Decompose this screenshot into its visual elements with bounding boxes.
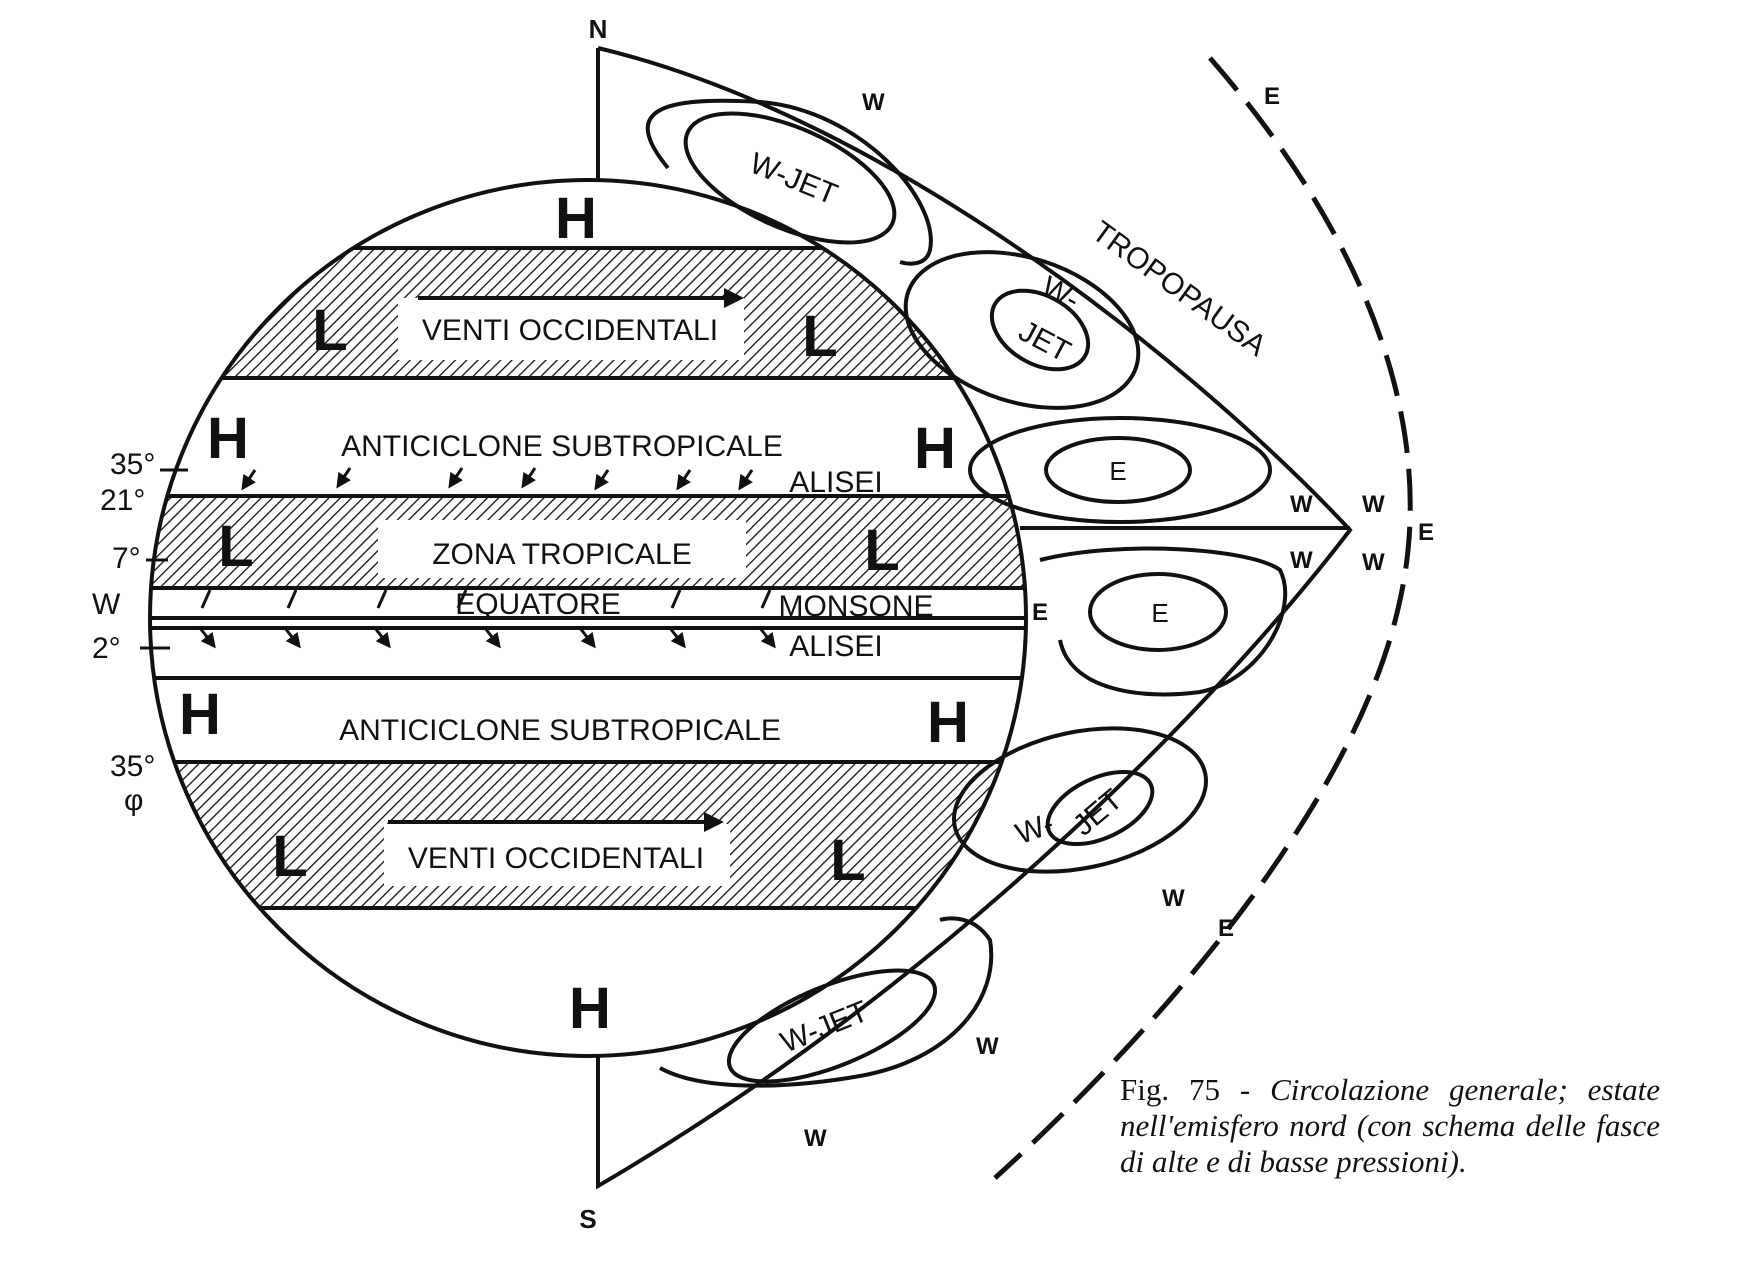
- wind-label: W: [1362, 491, 1385, 518]
- cell-east-north: [968, 416, 1272, 524]
- wind-label: W: [1362, 549, 1385, 576]
- lat-21: 21°: [100, 484, 145, 517]
- globe-labels: H L L VENTI OCCIDENTALI H H ANTICICLONE …: [179, 186, 969, 1041]
- lat-w: W: [92, 588, 121, 621]
- low-tropical-west: L: [218, 514, 253, 579]
- circulation-cells: [645, 98, 1288, 1088]
- high-north-pole: H: [555, 186, 597, 251]
- dashed-easterly-boundary: [993, 56, 1413, 1180]
- high-subtropical-south-east: H: [927, 690, 969, 755]
- lat-35-north: 35°: [110, 448, 155, 481]
- wind-label: W: [1162, 885, 1185, 912]
- cell-wjet-top: [683, 111, 897, 245]
- wind-label: E: [1418, 519, 1434, 546]
- caption-label: Fig. 75 -: [1120, 1072, 1271, 1107]
- label-equator: EQUATORE: [455, 588, 621, 621]
- caption-text: Circolazione generale; estate nell'emisf…: [1120, 1072, 1660, 1179]
- label-westerlies-north: VENTI OCCIDENTALI: [422, 314, 718, 347]
- wind-labels: W E W W E W W E W E W W: [804, 83, 1434, 1152]
- east-cell-label-south: E: [1151, 598, 1168, 628]
- wind-label: E: [1264, 83, 1280, 110]
- label-subtropical-high-south: ANTICICLONE SUBTROPICALE: [339, 714, 781, 747]
- cell-wjet-bottom: [726, 968, 938, 1084]
- latitude-scale: 35° 21° 7° W 2° 35° φ: [92, 448, 188, 817]
- low-north-east: L: [802, 304, 837, 369]
- label-north: N: [589, 14, 608, 44]
- wind-label: E: [1218, 915, 1234, 942]
- lat-2: 2°: [92, 632, 121, 665]
- wind-label: W: [1290, 547, 1313, 574]
- trade-wind-arrows-north: [241, 467, 754, 491]
- tropopause-label: TROPOPAUSA: [1086, 215, 1272, 363]
- wind-label: W: [804, 1125, 827, 1152]
- label-westerlies-south: VENTI OCCIDENTALI: [408, 842, 704, 875]
- low-north-west: L: [312, 298, 347, 363]
- east-cell-label-north: E: [1109, 456, 1126, 486]
- cell-wjet-lower: [952, 726, 1208, 874]
- label-south: S: [579, 1204, 596, 1234]
- monsoon-arrows: [200, 589, 772, 609]
- label-tropical-zone: ZONA TROPICALE: [432, 538, 692, 571]
- wind-label: W: [862, 89, 885, 116]
- low-south-east: L: [830, 828, 865, 893]
- low-south-west: L: [272, 824, 307, 889]
- lat-7: 7°: [112, 542, 141, 575]
- label-trade-winds-south: ALISEI: [789, 630, 882, 663]
- figure-caption: Fig. 75 - Circolazione generale; estate …: [1120, 1072, 1660, 1180]
- lat-phi: φ: [124, 784, 143, 817]
- wind-label: W: [1290, 491, 1313, 518]
- globe: [148, 178, 1028, 1058]
- label-trade-winds-north: ALISEI: [789, 466, 882, 499]
- low-tropical-east: L: [864, 518, 899, 583]
- label-subtropical-high-north: ANTICICLONE SUBTROPICALE: [341, 430, 783, 463]
- trade-wind-arrows-south: [198, 627, 776, 649]
- high-subtropical-north-east: H: [914, 416, 956, 481]
- cell-east-south: [1088, 572, 1228, 652]
- cell-wjet-upper: [903, 250, 1141, 410]
- wind-label: W: [976, 1033, 999, 1060]
- high-subtropical-south-west: H: [179, 682, 221, 747]
- wjet-label-top: W-JET: [745, 147, 842, 212]
- high-subtropical-north-west: H: [207, 406, 249, 471]
- label-monsoon: MONSONE: [778, 590, 933, 623]
- high-south-pole: H: [569, 976, 611, 1041]
- wind-label: E: [1032, 599, 1048, 626]
- lat-35-south: 35°: [110, 750, 155, 783]
